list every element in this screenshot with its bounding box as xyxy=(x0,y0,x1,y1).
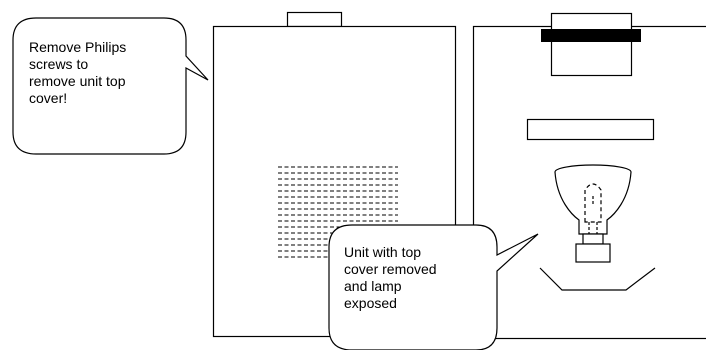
lamp-bulb xyxy=(554,164,632,263)
lamp-neck xyxy=(582,233,604,245)
lamp-shelf xyxy=(526,118,655,141)
unit-top-tab xyxy=(286,11,343,28)
callout-text-remove-cover: Remove Philips screws to remove unit top… xyxy=(29,39,169,107)
callout-line: Unit with top xyxy=(344,244,422,260)
lamp-filament-capsule xyxy=(584,183,602,223)
callout-line: screws to xyxy=(29,56,89,72)
lamp-base xyxy=(575,243,611,263)
lamp-cradle xyxy=(539,267,656,291)
callout-line: cover removed xyxy=(344,261,437,277)
callout-bubble-remove-cover xyxy=(12,17,209,155)
callout-line: Remove Philips xyxy=(29,39,127,55)
callout-line: and lamp xyxy=(344,278,402,294)
callout-line: remove unit top xyxy=(29,73,126,89)
lens-band xyxy=(541,29,641,42)
lens-housing xyxy=(550,12,633,77)
callout-line: exposed xyxy=(344,295,397,311)
callout-line: cover! xyxy=(29,90,68,106)
callout-text-unit-removed: Unit with top cover removed and lamp exp… xyxy=(344,244,484,312)
unit-open xyxy=(472,12,706,340)
